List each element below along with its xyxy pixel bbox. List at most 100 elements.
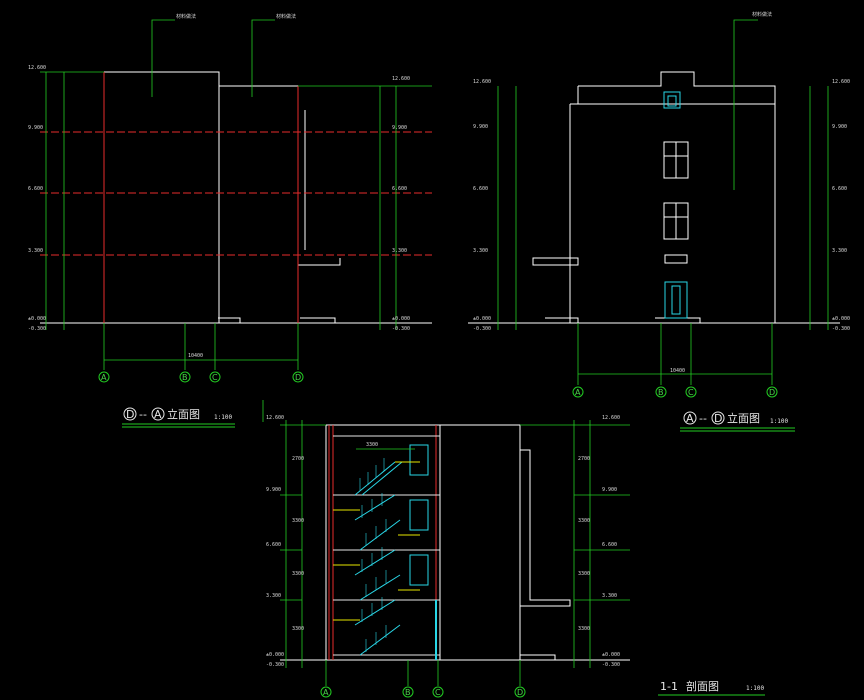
view-title-d-a: D -- A 立面图 1:100: [122, 407, 235, 428]
svg-text:3300: 3300: [292, 571, 304, 577]
svg-text:3.300: 3.300: [266, 593, 281, 599]
svg-text:3.300: 3.300: [392, 248, 407, 254]
svg-text:12.600: 12.600: [602, 415, 620, 421]
svg-text:9.900: 9.900: [602, 487, 617, 493]
view-title-a-d: A -- D 立面图 1:100: [680, 411, 795, 432]
svg-text:2700: 2700: [292, 456, 304, 462]
svg-text:±0.000: ±0.000: [473, 316, 491, 322]
elevation-a-d: 材料做法 12.600 9.900 6.600 3.300 ±0.000 -0.…: [468, 11, 850, 432]
svg-text:12.600: 12.600: [266, 415, 284, 421]
svg-text:12.600: 12.600: [473, 79, 491, 85]
section-1-1: 12.600 9.900 6.600 3.300 ±0.000 -0.300 1…: [262, 400, 765, 698]
svg-text:3.300: 3.300: [832, 248, 847, 254]
level-marks-right: 12.600 9.900 6.600 3.300 ±0.000 -0.300 1…: [473, 79, 850, 332]
svg-text:12.600: 12.600: [832, 79, 850, 85]
svg-text:D: D: [769, 388, 775, 397]
stair-flights: [354, 444, 437, 660]
svg-text:D: D: [517, 688, 523, 697]
svg-text:9.900: 9.900: [266, 487, 281, 493]
svg-text:材料做法: 材料做法: [276, 13, 296, 20]
svg-text:1-1: 1-1: [660, 680, 678, 693]
svg-text:A: A: [323, 688, 329, 697]
svg-text:3300: 3300: [578, 518, 590, 524]
svg-text:3.300: 3.300: [28, 248, 43, 254]
svg-text:3300: 3300: [578, 626, 590, 632]
svg-text:A: A: [686, 412, 694, 425]
svg-text:A: A: [154, 408, 162, 421]
svg-text:D: D: [714, 412, 722, 425]
axis-bubbles-right: A B C D: [572, 386, 778, 398]
svg-text:-0.300: -0.300: [602, 662, 620, 668]
svg-text:9.900: 9.900: [473, 124, 488, 130]
svg-text:立面图: 立面图: [167, 407, 200, 421]
svg-text:12.600: 12.600: [392, 76, 410, 82]
svg-text:C: C: [435, 688, 441, 697]
dimension-lines: [40, 19, 432, 370]
floor-slabs: [333, 435, 440, 656]
floor-lines: [40, 72, 432, 323]
svg-text:D: D: [126, 408, 134, 421]
svg-text:6.600: 6.600: [602, 542, 617, 548]
svg-text:--: --: [699, 412, 707, 425]
svg-text:±0.000: ±0.000: [602, 652, 620, 658]
svg-text:材料做法: 材料做法: [176, 13, 196, 20]
svg-text:1:100: 1:100: [770, 418, 788, 425]
svg-text:1:100: 1:100: [214, 414, 232, 421]
svg-text:剖面图: 剖面图: [686, 679, 719, 693]
svg-text:B: B: [658, 388, 664, 397]
svg-text:-0.300: -0.300: [28, 326, 46, 332]
building-outline: [40, 71, 432, 324]
svg-text:3.300: 3.300: [473, 248, 488, 254]
svg-text:±0.000: ±0.000: [832, 316, 850, 322]
stair-landings: [333, 461, 420, 621]
svg-text:A: A: [575, 388, 581, 397]
svg-text:9.900: 9.900: [392, 125, 407, 131]
svg-text:C: C: [212, 373, 218, 382]
svg-text:9.900: 9.900: [832, 124, 847, 130]
svg-text:3300: 3300: [292, 626, 304, 632]
svg-text:6.600: 6.600: [266, 542, 281, 548]
svg-text:C: C: [688, 388, 694, 397]
section-walls-red: [328, 425, 437, 660]
svg-text:±0.000: ±0.000: [266, 652, 284, 658]
svg-text:B: B: [182, 373, 188, 382]
svg-text:-0.300: -0.300: [832, 326, 850, 332]
svg-text:-0.300: -0.300: [266, 662, 284, 668]
svg-text:10400: 10400: [188, 353, 203, 359]
dimension-lines-right: [497, 19, 829, 385]
svg-text:1:100: 1:100: [746, 685, 764, 692]
svg-text:-0.300: -0.300: [392, 326, 410, 332]
view-title-section: 1-1 剖面图 1:100: [658, 679, 765, 696]
svg-text:12.600: 12.600: [28, 65, 46, 71]
svg-text:6.600: 6.600: [392, 186, 407, 192]
svg-text:A: A: [101, 373, 107, 382]
svg-text:±0.000: ±0.000: [392, 316, 410, 322]
section-dimensions: [262, 400, 630, 686]
svg-text:-0.300: -0.300: [473, 326, 491, 332]
stair-balusters: [359, 458, 387, 652]
svg-text:D: D: [295, 373, 301, 382]
svg-text:--: --: [139, 408, 147, 421]
svg-text:9.900: 9.900: [28, 125, 43, 131]
doors-right: [663, 91, 688, 319]
section-axis-bubbles: A B C D: [320, 686, 526, 698]
svg-text:3300: 3300: [366, 442, 378, 448]
section-level-marks: 12.600 9.900 6.600 3.300 ±0.000 -0.300 1…: [266, 415, 620, 668]
svg-text:立面图: 立面图: [727, 411, 760, 425]
svg-text:±0.000: ±0.000: [28, 316, 46, 322]
level-marks-left: 12.600 9.900 6.600 3.300 ±0.000 -0.300 1…: [28, 65, 410, 332]
svg-text:B: B: [405, 688, 411, 697]
svg-text:3.300: 3.300: [602, 593, 617, 599]
svg-text:3300: 3300: [292, 518, 304, 524]
svg-text:6.600: 6.600: [28, 186, 43, 192]
svg-text:10400: 10400: [670, 368, 685, 374]
svg-text:材料做法: 材料做法: [752, 11, 772, 18]
svg-text:3300: 3300: [578, 571, 590, 577]
axis-bubbles: A B C D: [98, 371, 304, 383]
svg-text:6.600: 6.600: [832, 186, 847, 192]
elevation-d-a: 材料做法 材料做法 12.600 9.900 6.600 3.300 ±0.00…: [28, 13, 432, 428]
svg-text:6.600: 6.600: [473, 186, 488, 192]
building-outline-right: [468, 71, 840, 324]
svg-text:2700: 2700: [578, 456, 590, 462]
